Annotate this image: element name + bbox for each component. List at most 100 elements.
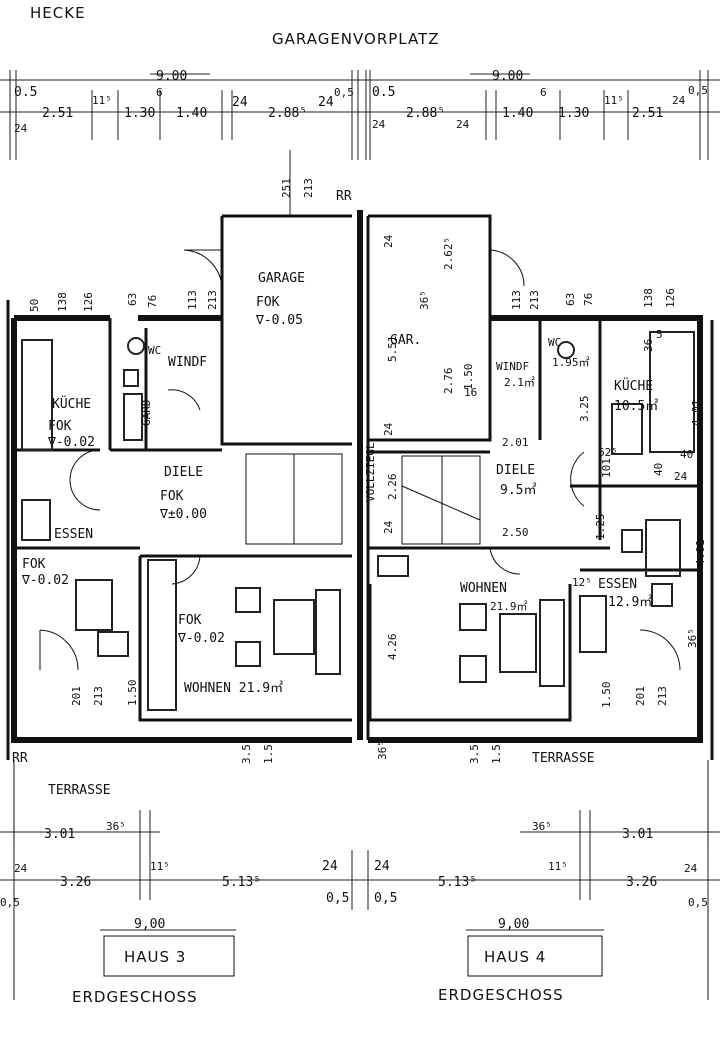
h3-kitchen-label: KÜCHE <box>52 395 91 412</box>
dim-bot-301-right: 3.01 <box>622 827 653 842</box>
dim-top-24-c: 24 <box>318 95 334 110</box>
h4-windfang-label: WINDF <box>496 360 529 373</box>
terrace-right-label: TERRASSE <box>532 751 595 766</box>
dim-h4-125c: 12⁵ <box>572 576 592 589</box>
dim-h4-213: 213 <box>528 290 541 310</box>
dim-top-140-b: 1.40 <box>502 106 533 121</box>
dim-h4-150: 1.50 <box>600 682 613 709</box>
dim-h4-5: 5 <box>656 328 663 341</box>
dim-h4-garage-262: 2.62⁵ <box>442 237 455 270</box>
dim-mid-365: 36⁵ <box>376 740 389 760</box>
top-dimension-lines <box>0 70 720 160</box>
h3-windfang-label: WINDF <box>168 355 207 370</box>
dim-h4-226: 2.26 <box>386 474 399 501</box>
dim-top-24-f: 24 <box>672 94 686 107</box>
dim-h4-garage-16: 16 <box>464 386 477 399</box>
dim-h4-365: 36⁵ <box>686 628 699 648</box>
dim-bot-513-left: 5.13⁵ <box>222 875 261 890</box>
dim-bot-05-mid-b: 0,5 <box>374 891 397 906</box>
dim-top-6-b: 6 <box>540 86 547 99</box>
dim-h4-40a: 40 <box>652 463 665 476</box>
dim-h4-garage-276: 2.76 <box>442 368 455 395</box>
dim-bot-513-right: 5.13⁵ <box>438 875 477 890</box>
dim-bot-365-right: 36⁵ <box>532 820 552 833</box>
dim-bot-900-right: 9,00 <box>498 917 529 932</box>
h4-living-label: WOHNEN <box>460 581 507 596</box>
dim-bot-24-mid-b: 24 <box>374 859 390 874</box>
dim-h3-113: 113 <box>186 290 199 310</box>
dim-top-05-b: 0,5 <box>334 86 354 99</box>
dim-top-251-a: 2.51 <box>42 106 73 121</box>
dim-top-115-a: 11⁵ <box>92 94 112 107</box>
h3-kitchen-fok: FOK <box>48 419 72 434</box>
garage-fok-label: FOK <box>256 295 280 310</box>
dim-mid-151b: 1.51 <box>490 738 503 765</box>
h4-living-area: 21.9㎡ <box>490 600 528 613</box>
rr-top-label: RR <box>336 189 352 204</box>
dim-h4-426: 4.26 <box>386 634 399 661</box>
dim-top-130-a: 1.30 <box>124 106 155 121</box>
dim-bot-05-left: 0,5 <box>0 896 20 909</box>
dim-h4-126: 126 <box>664 288 677 308</box>
dim-h4-201b: 201 <box>634 686 647 706</box>
dim-h4-garage-365: 36⁵ <box>418 290 431 310</box>
h3-hall-level: ∇±0.00 <box>159 507 207 522</box>
dim-h3-213b: 213 <box>92 686 105 706</box>
dim-h3-126: 126 <box>82 292 95 312</box>
dim-top-24-d: 24 <box>372 118 386 131</box>
dim-h4-201: 2.01 <box>502 436 529 449</box>
dim-top-900-right: 9.00 <box>492 69 523 84</box>
dim-h4-garage-551: 5.51 <box>386 336 399 363</box>
dim-h4-24: 24 <box>674 470 688 483</box>
h4-wc-area: 1.95㎡ <box>552 356 590 369</box>
h3-dining-label: ESSEN <box>54 527 93 542</box>
dim-top-24-a: 24 <box>14 122 28 135</box>
dim-h3-63: 63 <box>126 293 139 306</box>
dim-h3-213: 213 <box>206 290 219 310</box>
dim-bot-115-right: 11⁵ <box>548 860 568 873</box>
dim-top-130-b: 1.30 <box>558 106 589 121</box>
h4-dining-label: ESSEN <box>598 577 637 592</box>
dim-h4-24c: 24 <box>382 520 395 534</box>
dim-bot-24-right: 24 <box>684 862 698 875</box>
dim-bot-115-left: 11⁵ <box>150 860 170 873</box>
dim-top-288-a: 2.88⁵ <box>268 106 307 121</box>
dim-h4-garage-24b: 24 <box>382 422 395 436</box>
dim-h4-garage-24: 24 <box>382 234 395 248</box>
dim-mid-351b: 3.51 <box>468 738 481 765</box>
h3-living-fok: FOK <box>178 613 202 628</box>
dim-h4-76: 76 <box>582 293 595 306</box>
dim-top-24-e: 24 <box>456 118 470 131</box>
h3-living-label: WOHNEN 21.9㎡ <box>184 681 283 696</box>
dim-h4-250: 2.50 <box>502 526 529 539</box>
haus4-label: HAUS 4 <box>484 948 546 966</box>
h4-hall-area: 9.5㎡ <box>500 483 536 498</box>
h4-garage-label: GAR. <box>390 333 421 348</box>
dim-h4-401b: 4.01 <box>694 540 707 567</box>
h3-living-level: ∇-0.02 <box>177 631 225 646</box>
dim-top-05-a: 0.5 <box>14 85 37 100</box>
furniture <box>21 331 695 711</box>
dim-bot-24-mid-a: 24 <box>322 859 338 874</box>
hedge-label: HECKE <box>30 4 86 22</box>
dim-top-140-a: 1.40 <box>176 106 207 121</box>
h4-kitchen-label: KÜCHE <box>614 377 653 394</box>
dim-top-6-a: 6 <box>156 86 163 99</box>
h3-wardrobe-label: GARD <box>140 400 153 427</box>
solid-brick-label: VOLLZIEGL <box>364 442 377 502</box>
dim-bot-365-left: 36⁵ <box>106 820 126 833</box>
dim-bot-24-left: 24 <box>14 862 28 875</box>
building-walls <box>6 210 714 1000</box>
dim-bot-05-right: 0,5 <box>688 896 708 909</box>
dim-h3-50: 50 <box>28 299 41 312</box>
h3-dining-fok: FOK <box>22 557 46 572</box>
haus3-label: HAUS 3 <box>124 948 186 966</box>
dim-garage-251: 251 <box>280 178 293 198</box>
dim-h3-150: 1.50 <box>126 680 139 707</box>
dim-top-115-b: 11⁵ <box>604 94 624 107</box>
terrace-left-label: TERRASSE <box>48 783 111 798</box>
garage-level-label: ∇-0.05 <box>255 313 303 328</box>
dim-h4-625: 62⁵ <box>598 446 618 459</box>
dim-h4-garage-150: 1.50 <box>462 364 475 391</box>
doors <box>39 249 681 671</box>
